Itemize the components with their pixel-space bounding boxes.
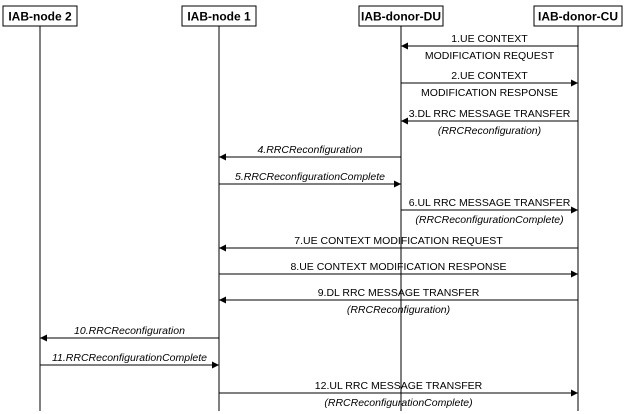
message-9: 9.DL RRC MESSAGE TRANSFER (RRCReconfigura… — [219, 287, 578, 316]
message-label: 11.RRCReconfigurationComplete — [52, 352, 207, 364]
message-8: 8.UE CONTEXT MODIFICATION RESPONSE — [219, 261, 578, 278]
message-sublabel: (RRCReconfiguration) — [438, 125, 541, 137]
message-sublabel: (RRCReconfigurationComplete) — [324, 397, 472, 409]
message-11: 11.RRCReconfigurationComplete — [40, 352, 219, 369]
node-label: IAB-node 2 — [8, 10, 72, 24]
message-7: 7.UE CONTEXT MODIFICATION REQUEST — [219, 235, 578, 252]
message-6: 6.UL RRC MESSAGE TRANSFER (RRCReconfigura… — [401, 197, 578, 226]
message-sublabel: MODIFICATION REQUEST — [425, 50, 555, 62]
lifelines — [39, 26, 579, 411]
message-3: 3.DL RRC MESSAGE TRANSFER (RRCReconfigura… — [401, 108, 578, 137]
message-10: 10.RRCReconfiguration — [40, 325, 219, 342]
message-label: 3.DL RRC MESSAGE TRANSFER — [409, 108, 571, 120]
message-label: 7.UE CONTEXT MODIFICATION REQUEST — [294, 235, 503, 247]
node-label: IAB-node 1 — [187, 10, 251, 24]
message-label: 5.RRCReconfigurationComplete — [235, 171, 385, 183]
message-label: 9.DL RRC MESSAGE TRANSFER — [318, 287, 480, 299]
node-box — [533, 5, 623, 27]
node-boxes: IAB-node 2 IAB-node 1 IAB-donor-DU IAB-dono… — [2, 5, 623, 27]
node-box — [181, 5, 257, 27]
node-cu: IAB-donor-CU — [533, 5, 623, 27]
message-label: 6.UL RRC MESSAGE TRANSFER — [409, 197, 571, 209]
node-box — [358, 5, 444, 27]
node-du: IAB-donor-DU — [358, 5, 444, 27]
message-sublabel: (RRCReconfiguration) — [347, 304, 450, 316]
messages: 1.UE CONTEXT MODIFICATION REQUEST 2.UE CON… — [40, 33, 578, 409]
message-label: 8.UE CONTEXT MODIFICATION RESPONSE — [290, 261, 506, 273]
node-box — [2, 5, 78, 27]
message-12: 12.UL RRC MESSAGE TRANSFER (RRCReconfigur… — [219, 380, 578, 409]
message-2: 2.UE CONTEXT MODIFICATION RESPONSE — [401, 70, 578, 99]
message-label: 4.RRCReconfiguration — [257, 144, 362, 156]
message-sublabel: (RRCReconfigurationComplete) — [415, 214, 563, 226]
message-1: 1.UE CONTEXT MODIFICATION REQUEST — [401, 33, 578, 62]
message-4: 4.RRCReconfiguration — [219, 144, 401, 161]
message-label: 2.UE CONTEXT — [451, 70, 528, 82]
message-label: 10.RRCReconfiguration — [74, 325, 185, 337]
node-iab1: IAB-node 1 — [181, 5, 257, 27]
message-5: 5.RRCReconfigurationComplete — [219, 171, 401, 188]
node-iab2: IAB-node 2 — [2, 5, 78, 27]
message-sublabel: MODIFICATION RESPONSE — [421, 87, 558, 99]
node-label: IAB-donor-CU — [538, 10, 618, 24]
message-label: 12.UL RRC MESSAGE TRANSFER — [315, 380, 483, 392]
node-label: IAB-donor-DU — [361, 10, 441, 24]
message-label: 1.UE CONTEXT — [451, 33, 528, 45]
